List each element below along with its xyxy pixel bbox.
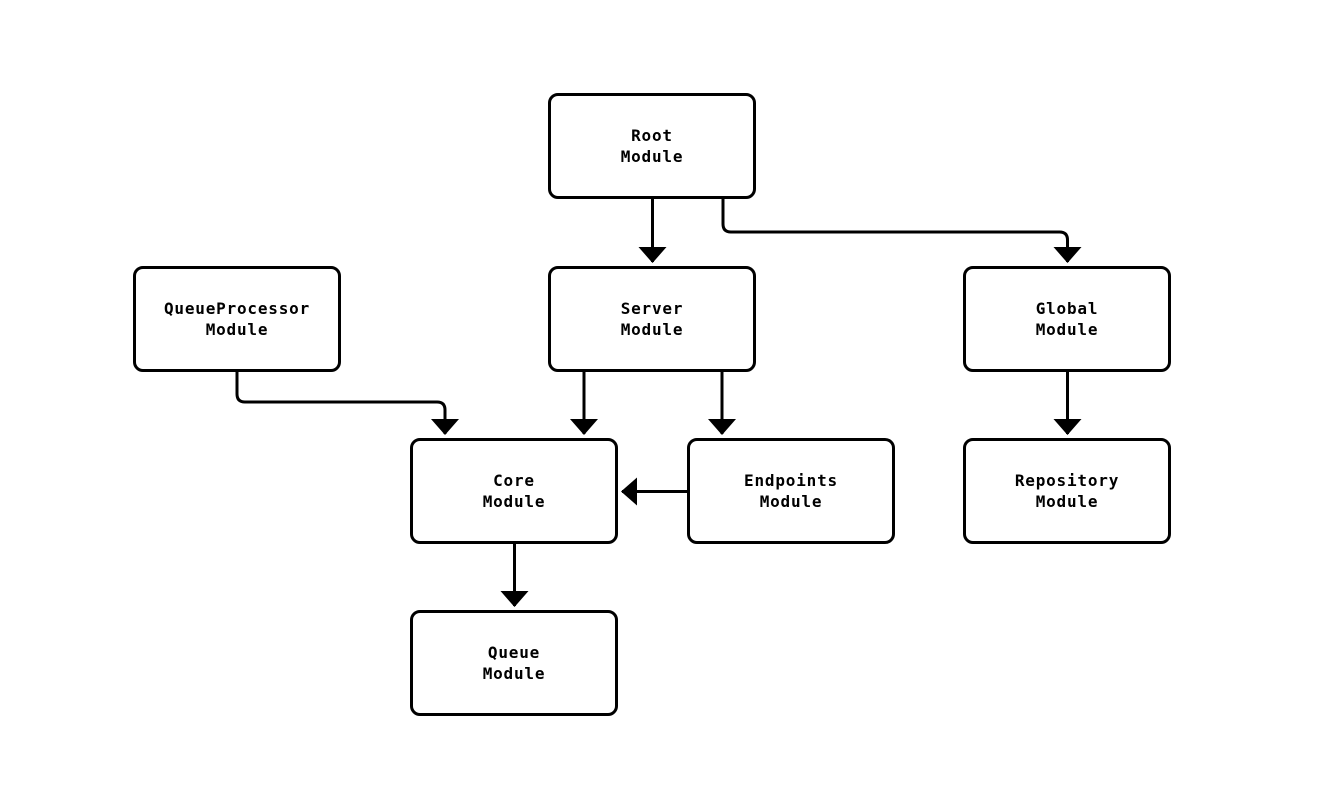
node-endpoints-module-name: Endpoints [744, 471, 838, 490]
node-queueprocessor-module-name: QueueProcessor [163, 299, 311, 318]
node-queue-module-suffix: Module [482, 664, 546, 683]
edge-queueprocessor-to-core-arrow [235, 372, 459, 435]
node-server-module-suffix: Module [620, 320, 684, 339]
node-repository-module-name: Repository [1014, 471, 1120, 490]
edge-root-to-global-arrow [721, 199, 1082, 263]
node-root-module: Root Module [548, 93, 756, 199]
node-queueprocessor-module: QueueProcessor Module [133, 266, 341, 372]
node-root-module-suffix: Module [620, 147, 684, 166]
node-server-module-name: Server [620, 299, 684, 318]
node-repository-module: Repository Module [963, 438, 1171, 544]
node-core-module-suffix: Module [482, 492, 546, 511]
node-repository-module-suffix: Module [1035, 492, 1099, 511]
node-endpoints-module: Endpoints Module [687, 438, 895, 544]
node-endpoints-module-suffix: Module [759, 492, 823, 511]
node-queue-module-name: Queue [487, 643, 541, 662]
node-root-module-name: Root [631, 126, 673, 145]
node-core-module-name: Core [493, 471, 535, 490]
node-core-module: Core Module [410, 438, 618, 544]
node-server-module: Server Module [548, 266, 756, 372]
node-queue-module: Queue Module [410, 610, 618, 716]
node-global-module-suffix: Module [1035, 320, 1099, 339]
node-global-module-name: Global [1035, 299, 1099, 318]
node-queueprocessor-module-suffix: Module [205, 320, 269, 339]
node-global-module: Global Module [963, 266, 1171, 372]
